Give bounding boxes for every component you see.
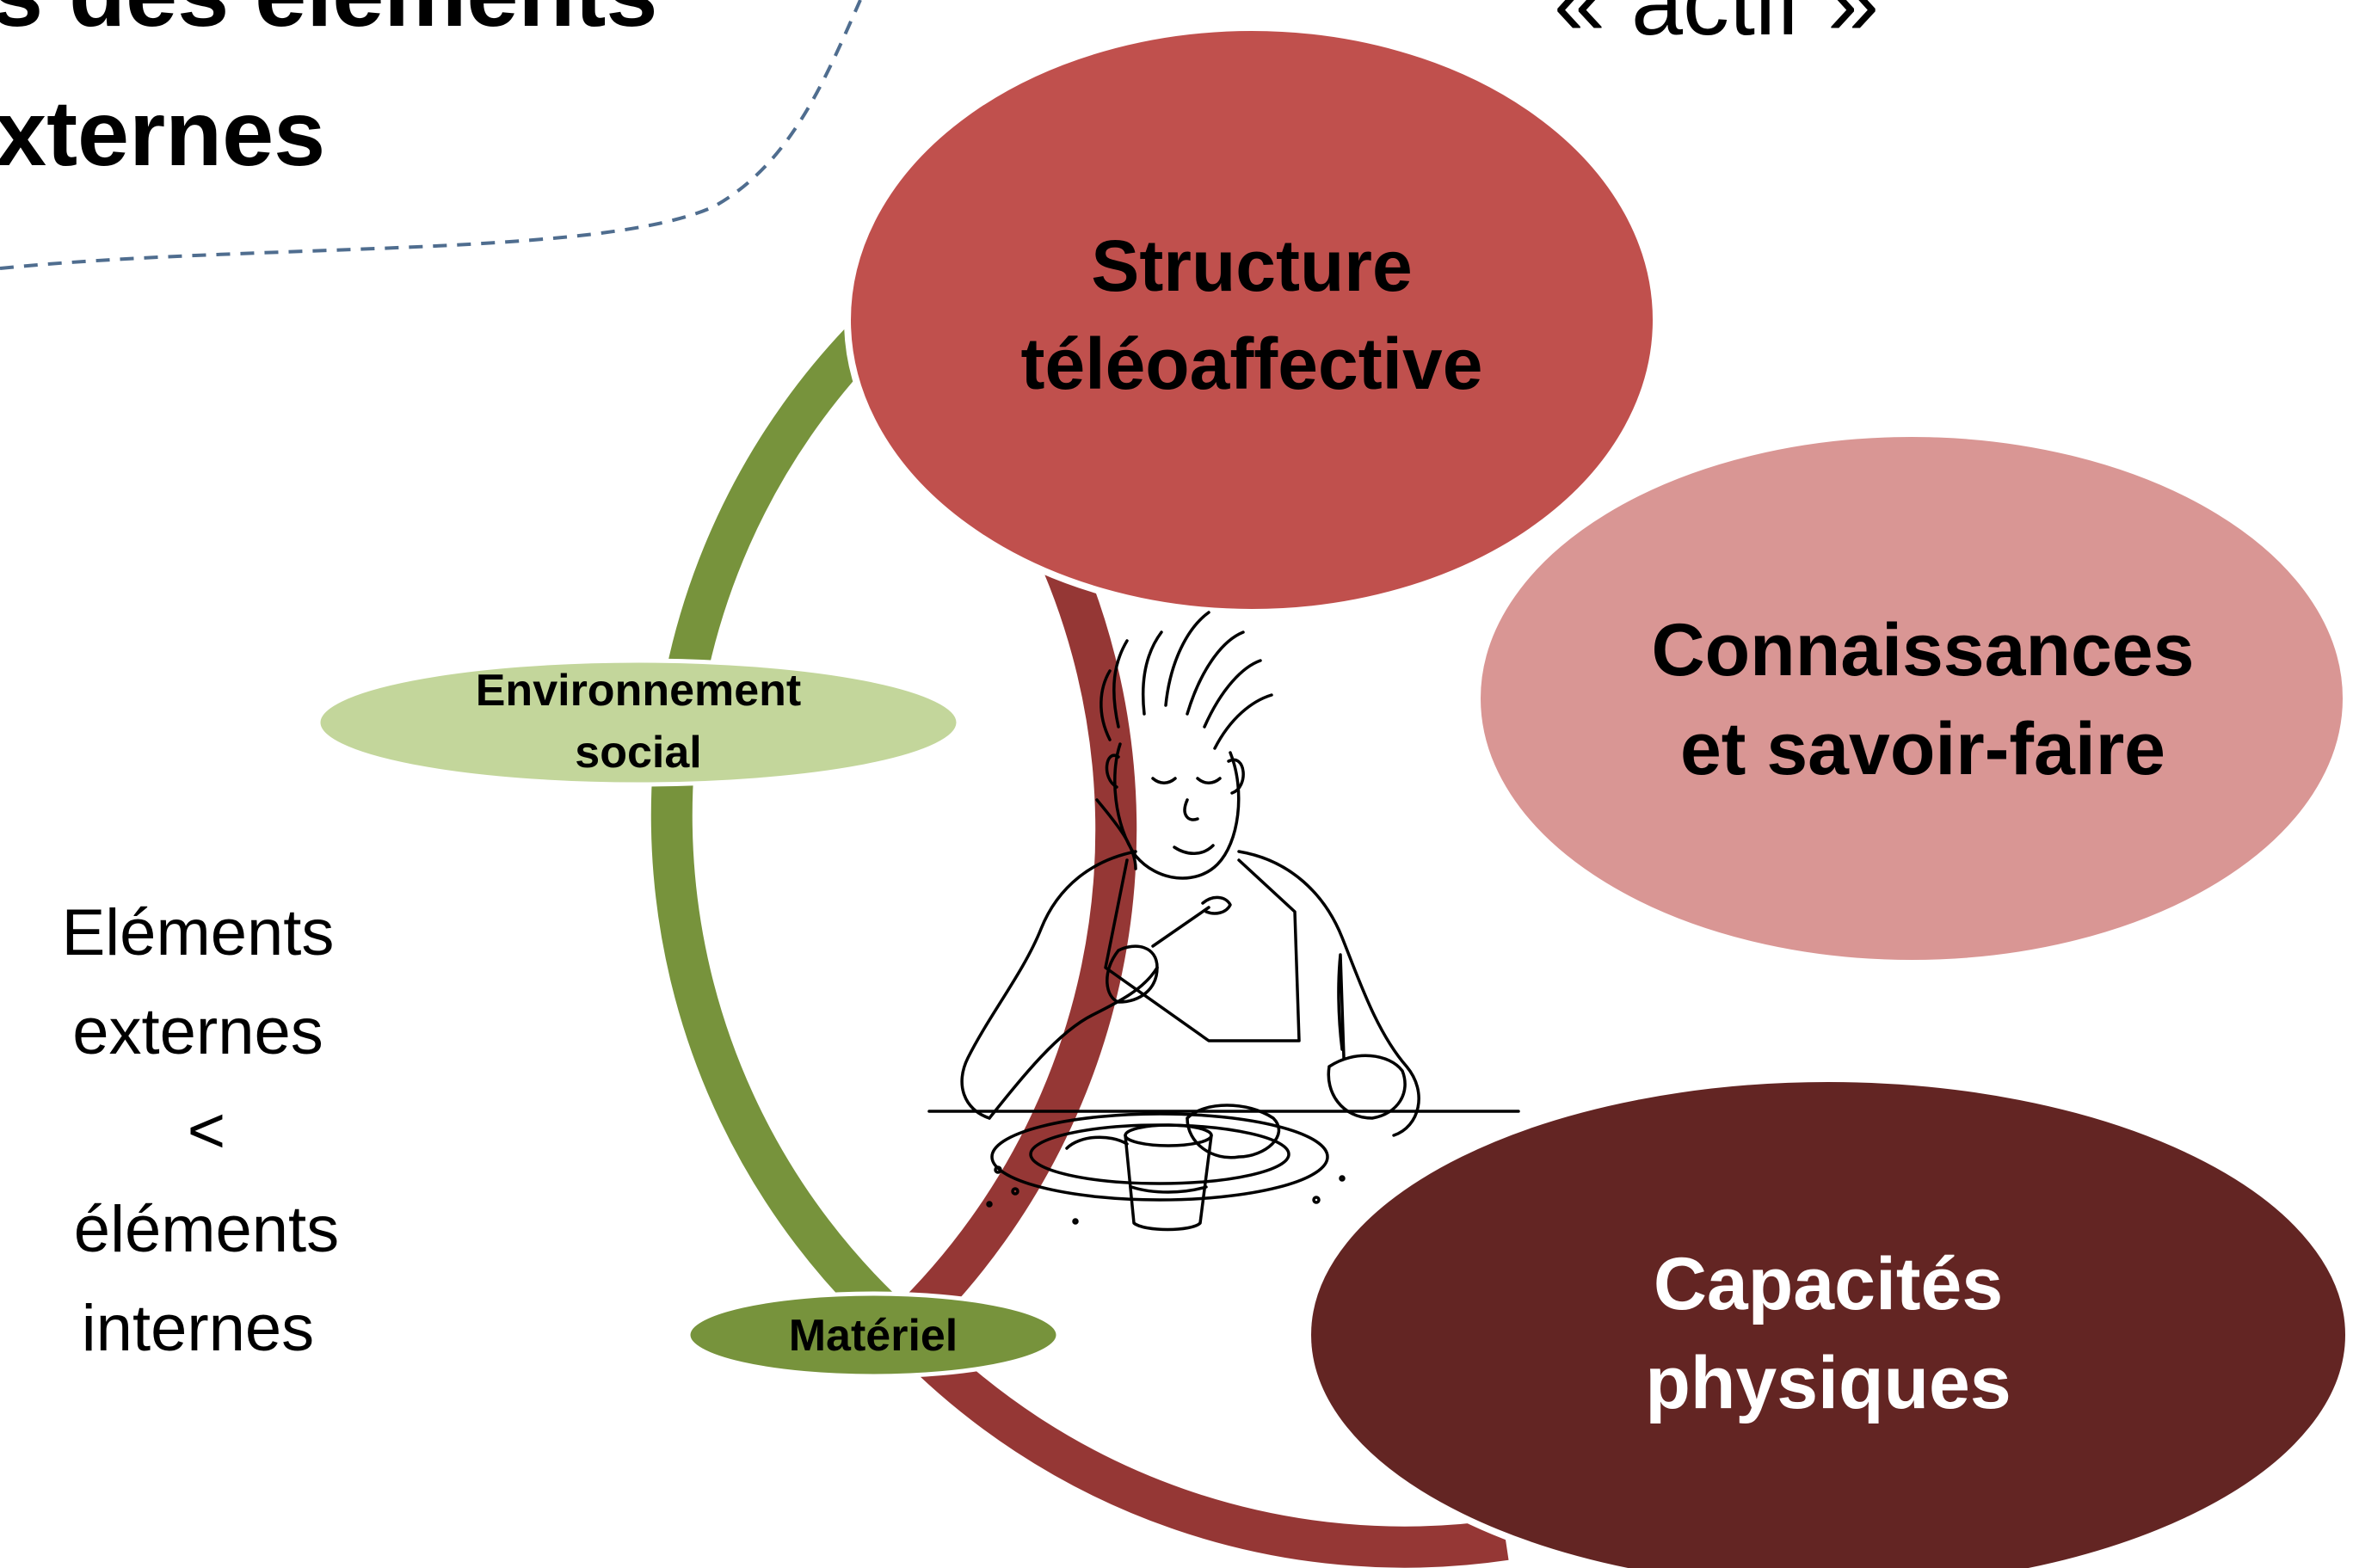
node-environnement-line2: social: [575, 728, 701, 778]
node-structure-line1: Structure: [1091, 225, 1412, 306]
side-note-line4: éléments: [74, 1193, 339, 1266]
person-eating-icon: [927, 611, 1520, 1232]
node-structure: Structure téléoaffective: [844, 24, 1660, 616]
side-note-line3: <: [188, 1094, 225, 1167]
node-connaissances-shape: [1474, 430, 2350, 967]
heading-left-line1: s des éléments: [0, 0, 657, 46]
side-note-line1: Eléments: [62, 896, 335, 969]
heading-left-line2: xternes: [0, 81, 325, 185]
ring-internal-arc-bottom: [886, 1314, 1509, 1568]
node-materiel-shape: [686, 1291, 1061, 1379]
heading-right: « actif »: [1554, 0, 1879, 54]
node-environnement-line1: Environnement: [476, 666, 802, 716]
side-note-line5: internes: [82, 1292, 314, 1365]
ring-external-arc: [650, 301, 915, 1344]
node-capacites-line1: Capacités: [1654, 1243, 2003, 1325]
node-connaissances-line2: et savoir-faire: [1680, 708, 2165, 790]
node-connaissances: Connaissances et savoir-faire: [1474, 430, 2350, 967]
side-note-line2: externes: [72, 995, 323, 1068]
node-environnement: Environnement social: [316, 658, 961, 787]
node-capacites-line2: physiques: [1645, 1342, 2011, 1424]
node-environnement-shape: [316, 658, 961, 787]
node-structure-line2: téléoaffective: [1021, 323, 1483, 404]
node-materiel: Matériel: [686, 1291, 1061, 1379]
side-note: Eléments externes < éléments internes: [62, 896, 340, 1365]
node-capacites-shape: [1304, 1075, 2352, 1568]
node-capacites: Capacités physiques: [1304, 1075, 2352, 1568]
node-connaissances-line1: Connaissances: [1652, 609, 2195, 692]
node-materiel-label: Matériel: [789, 1311, 958, 1361]
node-structure-shape: [844, 24, 1660, 616]
